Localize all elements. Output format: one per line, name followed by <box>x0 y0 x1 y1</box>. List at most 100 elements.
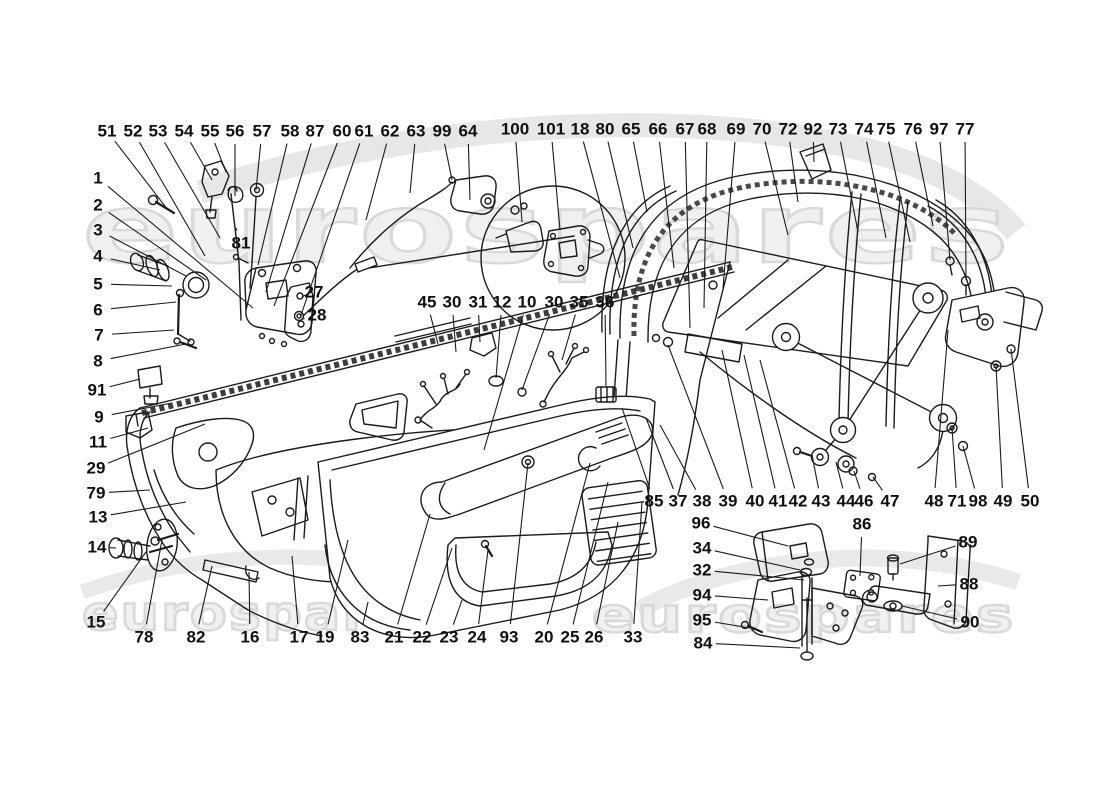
leader-line-100 <box>515 141 523 223</box>
leader-line-89 <box>899 545 956 565</box>
leader-line-61 <box>299 143 361 319</box>
part-label-27: 27 <box>305 283 324 302</box>
leader-line-96 <box>713 525 789 547</box>
right-door-lock <box>944 256 1043 452</box>
part-label-71: 71 <box>948 492 967 511</box>
part-label-30: 30 <box>545 293 564 312</box>
part-label-87: 87 <box>306 122 325 141</box>
leader-line-15 <box>103 551 147 612</box>
leader-line-20 <box>546 462 591 625</box>
leader-line-95 <box>714 621 751 629</box>
part-label-80: 80 <box>596 120 615 139</box>
leader-line-35 <box>561 314 576 361</box>
leader-line-83 <box>362 601 369 625</box>
part-label-93: 93 <box>500 628 519 647</box>
door-lock-mechanism <box>129 160 317 350</box>
leader-line-47 <box>872 476 883 491</box>
part-label-41: 41 <box>769 492 788 511</box>
window-regulator <box>771 282 958 482</box>
leader-line-53 <box>164 141 221 239</box>
leader-line-8 <box>110 343 187 360</box>
leader-line-13 <box>110 501 187 516</box>
leader-line-23 <box>452 599 463 625</box>
leader-line-43 <box>811 454 820 489</box>
part-label-86: 86 <box>853 515 872 534</box>
leader-line-31 <box>478 314 481 343</box>
part-label-15: 15 <box>87 613 106 632</box>
part-label-20: 20 <box>535 628 554 647</box>
part-label-33: 33 <box>624 628 643 647</box>
leader-line-2 <box>108 211 207 281</box>
leader-line-92 <box>812 141 815 163</box>
leader-line-12 <box>495 314 502 379</box>
leader-line-52 <box>139 141 206 257</box>
leader-line-58 <box>257 143 288 266</box>
part-label-91: 91 <box>88 381 107 400</box>
part-label-2: 2 <box>93 196 102 215</box>
leader-line-7 <box>111 329 175 335</box>
leader-line-97 <box>939 141 951 261</box>
part-label-54: 54 <box>175 122 194 141</box>
part-label-14: 14 <box>88 538 107 557</box>
hinge-parts <box>740 523 971 661</box>
part-label-84: 84 <box>694 634 713 653</box>
leader-line-39 <box>667 344 724 490</box>
leader-line-32 <box>714 570 805 581</box>
part-label-92: 92 <box>804 120 823 139</box>
leader-line-66 <box>658 141 675 269</box>
leader-line-49 <box>995 365 1003 489</box>
leader-line-44 <box>835 461 844 489</box>
part-label-101: 101 <box>537 120 565 139</box>
part-label-73: 73 <box>829 120 848 139</box>
part-label-69: 69 <box>727 120 746 139</box>
leader-line-33 <box>633 501 643 625</box>
part-label-95: 95 <box>693 611 712 630</box>
leader-line-94 <box>714 595 769 601</box>
leader-line-88 <box>937 584 957 587</box>
part-label-5: 5 <box>93 275 102 294</box>
leader-line-19 <box>327 539 349 625</box>
part-label-16: 16 <box>241 628 260 647</box>
part-label-52: 52 <box>124 122 143 141</box>
part-label-23: 23 <box>440 628 459 647</box>
leader-line-3 <box>109 235 187 277</box>
leader-line-80 <box>607 141 634 249</box>
part-label-78: 78 <box>135 628 154 647</box>
leader-line-5 <box>110 283 173 287</box>
leader-line-41 <box>743 354 776 489</box>
leader-line-4 <box>110 258 161 271</box>
part-label-100: 100 <box>501 120 529 139</box>
part-label-26: 26 <box>585 628 604 647</box>
leader-line-34 <box>714 550 801 571</box>
part-label-97: 97 <box>930 120 949 139</box>
leader-line-82 <box>198 565 213 625</box>
leader-line-38 <box>659 424 697 490</box>
part-label-13: 13 <box>89 508 108 527</box>
leader-line-91 <box>109 378 141 388</box>
part-label-77: 77 <box>956 120 975 139</box>
leader-line-45 <box>429 314 439 345</box>
leader-line-24 <box>478 549 489 625</box>
leader-line-98 <box>962 445 976 489</box>
part-label-49: 49 <box>994 492 1013 511</box>
part-label-22: 22 <box>413 628 432 647</box>
part-label-76: 76 <box>904 120 923 139</box>
leader-line-85 <box>621 407 651 489</box>
leader-line-69 <box>722 141 736 289</box>
part-label-36: 36 <box>596 293 615 312</box>
part-label-55: 55 <box>201 122 220 141</box>
part-label-42: 42 <box>789 492 808 511</box>
part-label-98: 98 <box>969 492 988 511</box>
part-label-6: 6 <box>93 301 102 320</box>
part-label-72: 72 <box>779 120 798 139</box>
part-label-56: 56 <box>226 122 245 141</box>
part-label-44: 44 <box>837 492 856 511</box>
leader-line-42 <box>759 359 796 489</box>
leader-line-75 <box>888 141 911 243</box>
part-label-29: 29 <box>87 459 106 478</box>
part-label-96: 96 <box>692 514 711 533</box>
leader-line-6 <box>110 301 177 310</box>
leader-line-68 <box>703 141 708 309</box>
leader-line-21 <box>397 513 431 625</box>
